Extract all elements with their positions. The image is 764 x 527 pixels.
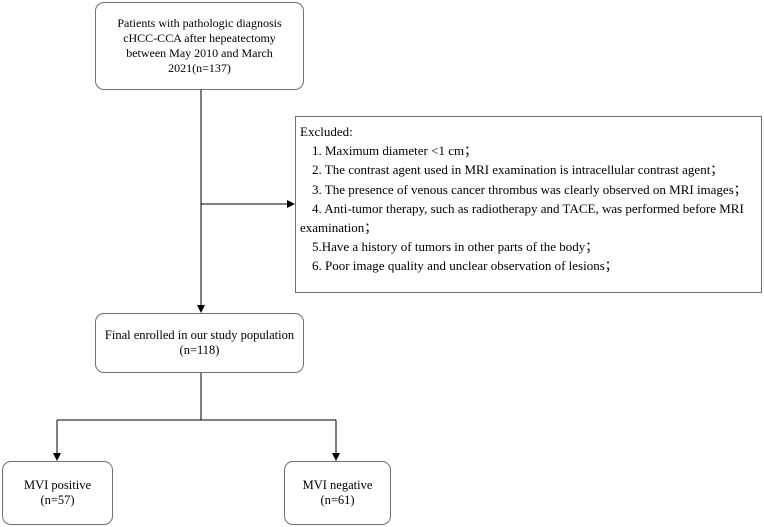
- mvi-positive-box: MVI positive (n=57): [2, 461, 113, 525]
- enrolled-line-2: (n=118): [179, 343, 220, 357]
- mvi-positive-label: MVI positive: [23, 477, 91, 492]
- start-line-3: between May 2010 and March: [126, 46, 273, 60]
- enrolled-population-box: Final enrolled in our study population (…: [95, 313, 304, 373]
- mvi-positive-count: (n=57): [40, 493, 75, 507]
- excluded-title: Excluded:: [300, 124, 353, 139]
- excluded-criteria-box: Excluded: 1. Maximum diameter <1 cm； 2. …: [295, 116, 762, 293]
- enrolled-line-1: Final enrolled in our study population: [104, 327, 295, 342]
- start-line-4: 2021(n=137): [168, 61, 231, 75]
- excluded-item-5: 5.Have a history of tumors in other part…: [312, 239, 599, 255]
- excluded-item-3: 3. The presence of venous cancer thrombu…: [312, 181, 747, 197]
- excluded-item-2: 2. The contrast agent used in MRI examin…: [312, 162, 724, 178]
- mvi-negative-box: MVI negative (n=61): [284, 461, 391, 525]
- mvi-negative-count: (n=61): [320, 493, 355, 507]
- start-population-box: Patients with pathologic diagnosis cHCC-…: [95, 2, 304, 90]
- excluded-item-4: 4. Anti-tumor therapy, such as radiother…: [300, 200, 744, 236]
- start-line-2: cHCC-CCA after hepeatectomy: [123, 31, 276, 45]
- excluded-item-1: 1. Maximum diameter <1 cm；: [312, 143, 478, 159]
- start-line-1: Patients with pathologic diagnosis: [117, 16, 282, 30]
- mvi-negative-label: MVI negative: [302, 477, 373, 492]
- excluded-item-6: 6. Poor image quality and unclear observ…: [312, 258, 618, 274]
